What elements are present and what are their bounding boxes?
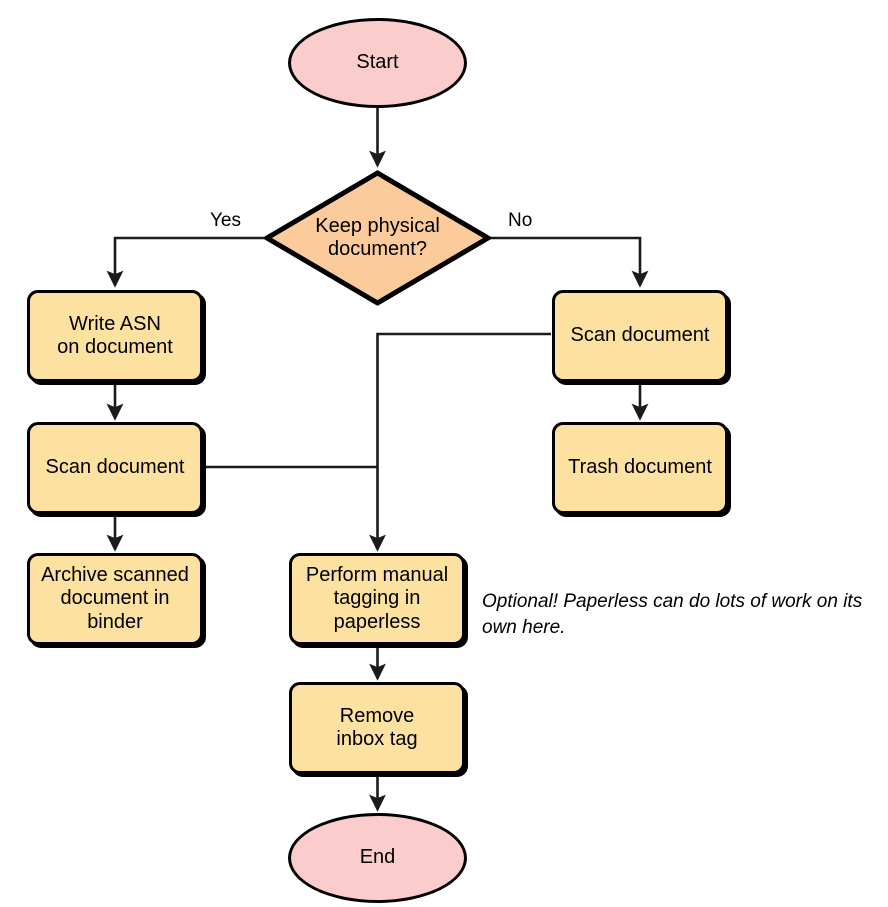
node-perform-manual-tagging-label: Perform manual tagging in paperless: [305, 564, 449, 633]
node-scan-document-right-label: Scan document: [570, 324, 710, 347]
diamond-shape: [264, 170, 491, 306]
node-keep-physical-document[interactable]: Keep physical document?: [264, 170, 491, 306]
node-end-label: End: [359, 846, 396, 869]
node-write-asn-on-document[interactable]: Write ASN on document: [27, 290, 203, 382]
edge-decision-no-to-scan-right: [491, 236, 649, 288]
edge-label-no: No: [508, 210, 533, 231]
edge-label-yes: Yes: [210, 210, 241, 231]
node-trash-document[interactable]: Trash document: [552, 422, 728, 514]
node-remove-inbox-tag[interactable]: Remove inbox tag: [289, 682, 465, 774]
annotation-optional-note: Optional! Paperless can do lots of work …: [482, 591, 863, 638]
node-end[interactable]: End: [288, 813, 467, 903]
node-start[interactable]: Start: [288, 18, 467, 108]
node-keep-physical-document-label: Keep physical document?: [315, 214, 440, 260]
node-scan-document-left[interactable]: Scan document: [27, 422, 203, 514]
edge-decision-yes-to-write-asn: [106, 236, 264, 288]
node-scan-document-left-label: Scan document: [45, 456, 185, 479]
node-scan-document-right[interactable]: Scan document: [552, 290, 728, 382]
node-trash-document-label: Trash document: [568, 456, 712, 479]
node-archive-scanned-document[interactable]: Archive scanned document in binder: [27, 553, 203, 645]
node-write-asn-on-document-label: Write ASN on document: [57, 312, 173, 358]
node-perform-manual-tagging[interactable]: Perform manual tagging in paperless: [289, 553, 465, 645]
node-remove-inbox-tag-label: Remove inbox tag: [336, 704, 418, 750]
node-archive-scanned-document-label: Archive scanned document in binder: [41, 564, 189, 633]
node-start-label: Start: [356, 51, 399, 74]
edge-scan-right-to-manual-tagging: [369, 332, 551, 552]
